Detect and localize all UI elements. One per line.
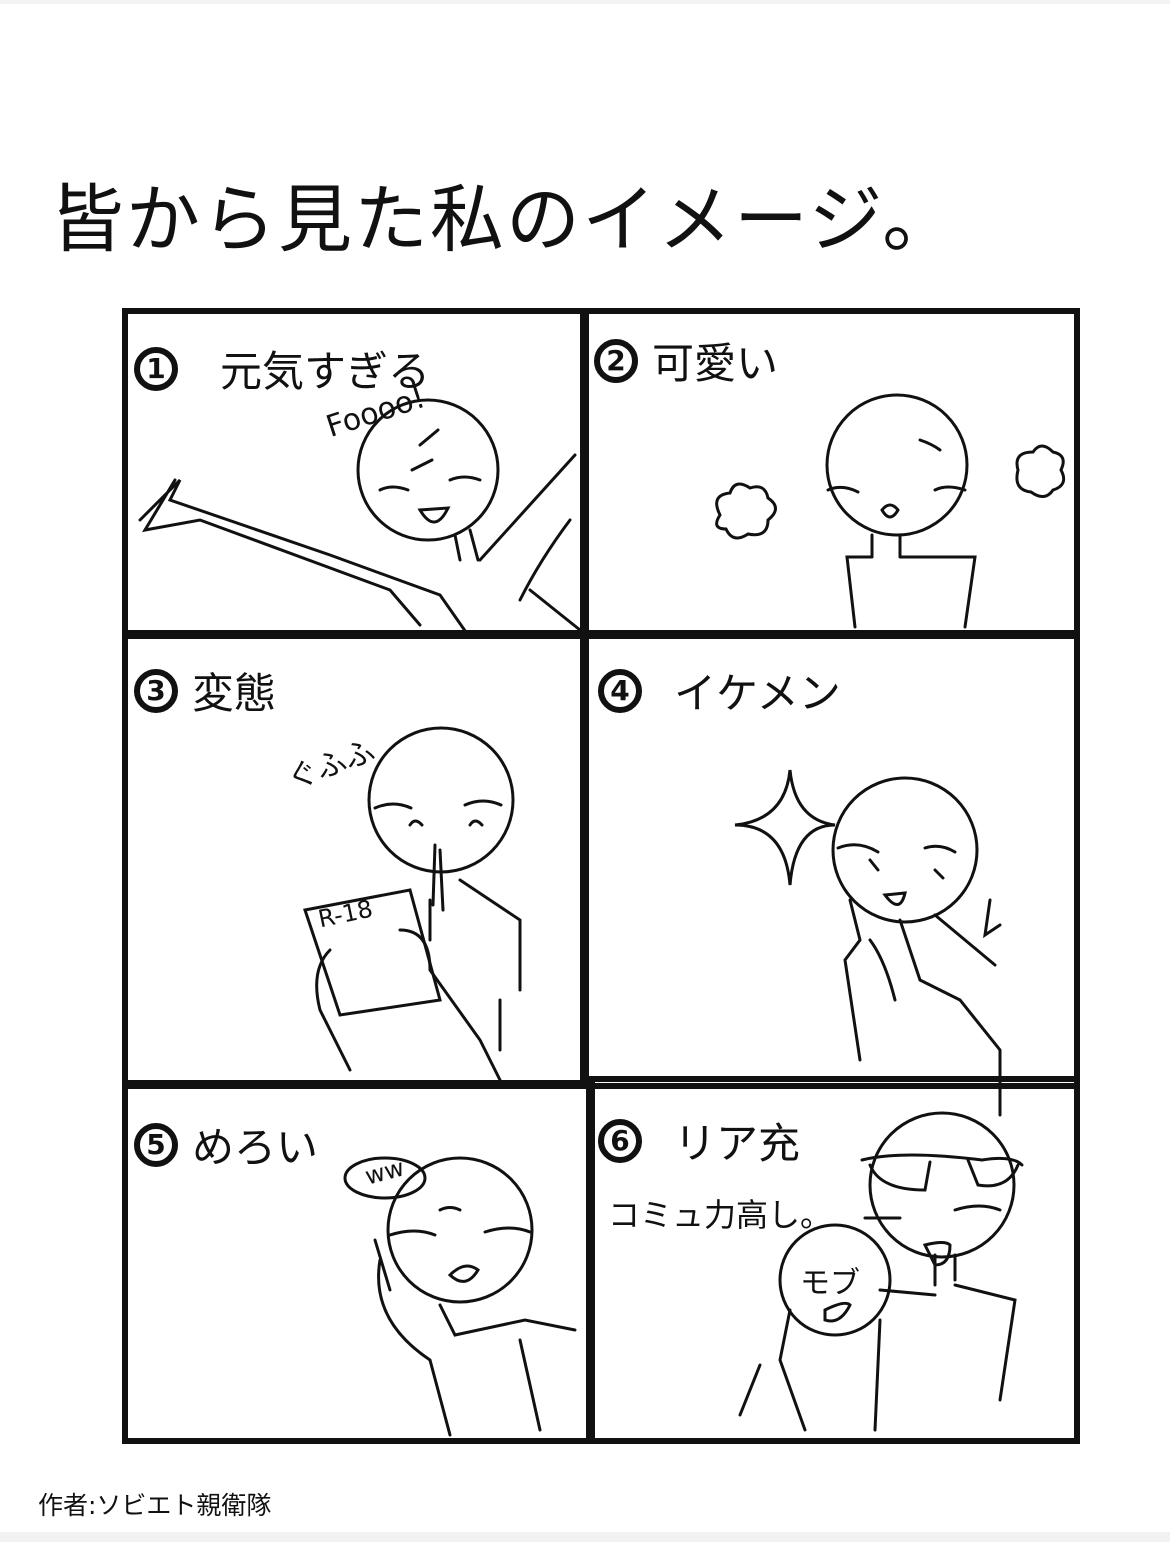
panel-caption: 変態 — [192, 669, 277, 718]
panel-1-label: 1 元気すぎる — [134, 338, 430, 399]
bottom-strip — [0, 1532, 1170, 1542]
circled-number: 4 — [598, 668, 642, 713]
author-credit: 作者:ソビエト親衛隊 — [38, 1491, 272, 1520]
panel-caption: 元気すぎる — [220, 347, 431, 396]
panel-caption: イケメン — [674, 669, 841, 718]
panel-2 — [580, 308, 1080, 639]
panel-4 — [580, 630, 1080, 1089]
panel-3-label: 3 変態 — [134, 660, 276, 721]
panel-2-label: 2 可愛い — [594, 330, 778, 391]
panel-5-label: 5 めろい — [134, 1114, 318, 1175]
panel-6-label: 6 リア充 — [598, 1110, 800, 1171]
panel-4-label: 4 イケメン — [598, 660, 841, 721]
panel-caption: めろい — [192, 1123, 319, 1172]
top-strip — [0, 0, 1170, 4]
circled-number: 5 — [134, 1122, 178, 1167]
circled-number: 2 — [594, 338, 638, 383]
circled-number: 1 — [134, 346, 178, 391]
circled-number: 3 — [134, 668, 178, 713]
panel-5 — [122, 1080, 595, 1444]
page-title: 皆から見た私のイメージ。 — [50, 177, 959, 263]
panel-caption: リア充 — [674, 1119, 801, 1168]
mob-label: モブ — [800, 1266, 860, 1301]
handwritten-comment: コミュ力高し。 — [608, 1196, 833, 1234]
panel-6 — [586, 1076, 1080, 1444]
circled-number: 6 — [598, 1118, 642, 1163]
panel-caption: 可愛い — [652, 339, 779, 388]
